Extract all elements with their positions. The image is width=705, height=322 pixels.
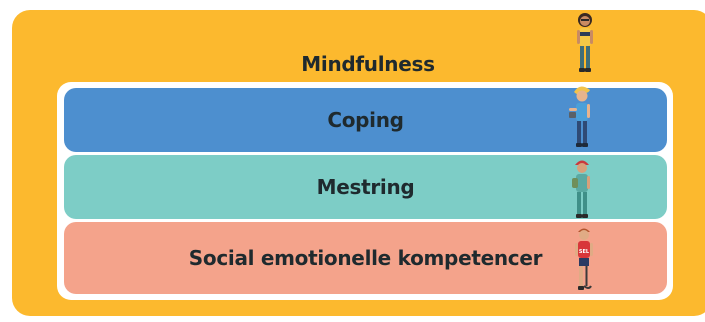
coping-label: Coping: [327, 108, 404, 132]
kid-figure-sel-icon: SEL: [575, 228, 593, 290]
kid-figure-mestring-icon: [572, 160, 590, 218]
social-emotional-label: Social emotionelle kompetencer: [188, 246, 543, 270]
sel-badge: SEL: [579, 249, 590, 255]
kid-figure-mindfulness-icon: [577, 13, 593, 72]
coping-layer: Coping: [64, 88, 667, 152]
mindfulness-label: Mindfulness: [301, 52, 435, 76]
social-emotional-layer: Social emotionelle kompetencer: [64, 222, 667, 294]
kid-figure-coping-icon: [569, 86, 590, 147]
mestring-label: Mestring: [316, 175, 415, 199]
mestring-layer: Mestring: [64, 155, 667, 219]
